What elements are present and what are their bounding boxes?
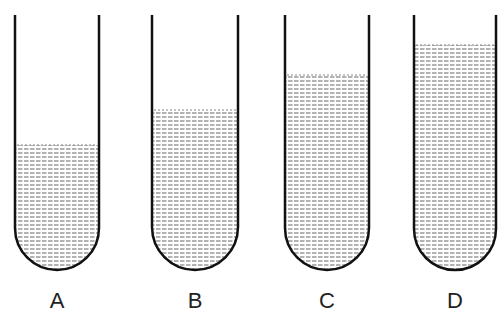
test-tube xyxy=(15,15,99,270)
tube-outline xyxy=(285,15,369,270)
liquid-surface xyxy=(287,75,367,76)
tube-letter: C xyxy=(319,290,335,312)
liquid xyxy=(285,75,369,270)
liquid xyxy=(414,45,496,270)
tube-outline xyxy=(152,15,238,270)
tube-letter: B xyxy=(188,290,203,312)
liquid-surface xyxy=(416,45,494,46)
liquid-surface xyxy=(154,110,236,111)
tube-letter: A xyxy=(50,290,65,312)
tube-letter: D xyxy=(447,290,463,312)
tube-outline xyxy=(414,15,496,270)
test-tube xyxy=(414,15,496,270)
test-tube xyxy=(285,15,369,270)
tube-outline xyxy=(15,15,99,270)
liquid xyxy=(152,110,238,270)
liquid xyxy=(15,145,99,270)
test-tube xyxy=(152,15,238,270)
liquid-surface xyxy=(17,145,97,146)
